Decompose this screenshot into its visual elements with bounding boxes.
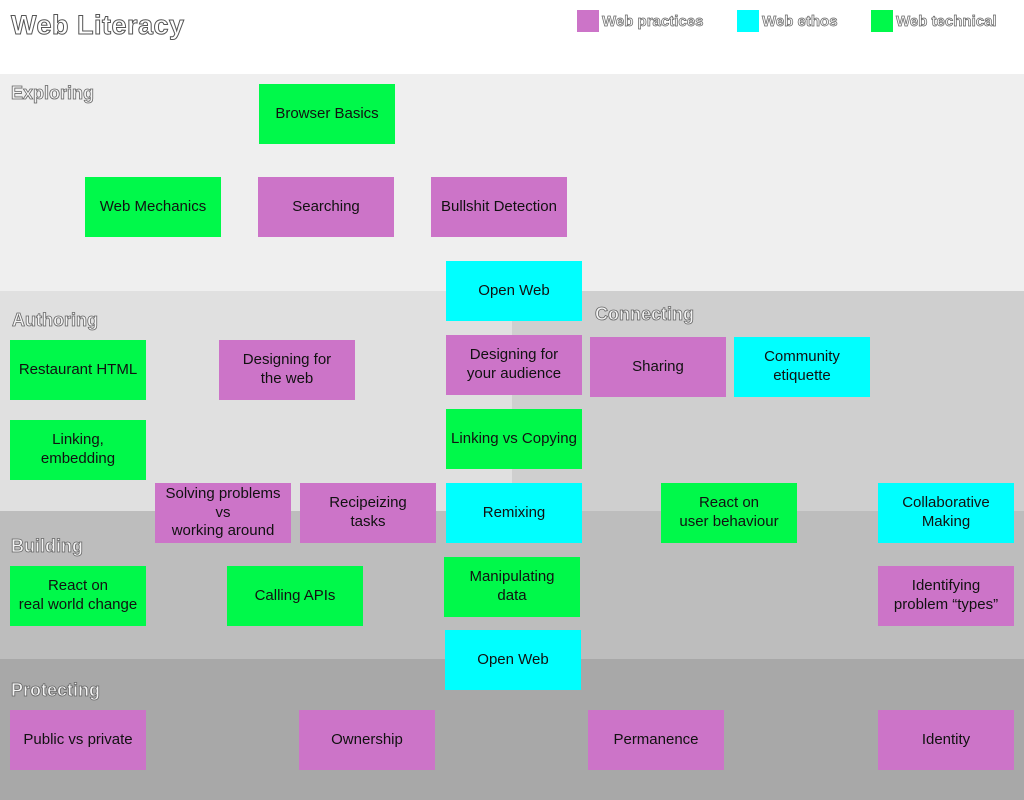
card-identifying-problem-types: Identifying problem “types”	[878, 566, 1014, 626]
section-label-authoring: Authoring	[12, 310, 99, 331]
legend-item-technical: Web technical	[871, 10, 997, 32]
card-designing-for-the-web: Designing for the web	[219, 340, 355, 400]
card-designing-for-your-audience: Designing for your audience	[446, 335, 582, 395]
section-label-exploring: Exploring	[11, 83, 95, 104]
section-label-connecting: Connecting	[595, 304, 695, 325]
card-identity: Identity	[878, 710, 1014, 770]
legend-swatch-practices	[577, 10, 599, 32]
card-public-vs-private: Public vs private	[10, 710, 146, 770]
card-open-web-bottom: Open Web	[445, 630, 581, 690]
card-manipulating-data: Manipulating data	[444, 557, 580, 617]
card-bullshit-detection: Bullshit Detection	[431, 177, 567, 237]
card-sharing: Sharing	[590, 337, 726, 397]
legend-label-practices: Web practices	[602, 12, 704, 30]
card-react-on-real-world-change: React on real world change	[10, 566, 146, 626]
connecting-section-band	[512, 291, 1024, 511]
card-community-etiquette: Community etiquette	[734, 337, 870, 397]
card-calling-apis: Calling APIs	[227, 566, 363, 626]
card-ownership: Ownership	[299, 710, 435, 770]
section-label-building: Building	[11, 536, 84, 557]
card-searching: Searching	[258, 177, 394, 237]
card-recipeizing-tasks: Recipeizing tasks	[300, 483, 436, 543]
card-web-mechanics: Web Mechanics	[85, 177, 221, 237]
card-collaborative-making: Collaborative Making	[878, 483, 1014, 543]
legend-label-technical: Web technical	[896, 12, 997, 30]
card-linking-embedding: Linking, embedding	[10, 420, 146, 480]
section-label-protecting: Protecting	[11, 680, 101, 701]
legend-label-ethos: Web ethos	[762, 12, 838, 30]
card-react-on-user-behaviour: React on user behaviour	[661, 483, 797, 543]
legend-swatch-ethos	[737, 10, 759, 32]
card-solving-problems: Solving problems vs working around	[155, 483, 291, 543]
card-restaurant-html: Restaurant HTML	[10, 340, 146, 400]
legend-item-ethos: Web ethos	[737, 10, 838, 32]
legend-swatch-technical	[871, 10, 893, 32]
card-remixing: Remixing	[446, 483, 582, 543]
page-title: Web Literacy	[11, 10, 185, 41]
card-browser-basics: Browser Basics	[259, 84, 395, 144]
card-permanence: Permanence	[588, 710, 724, 770]
card-open-web-top: Open Web	[446, 261, 582, 321]
card-linking-vs-copying: Linking vs Copying	[446, 409, 582, 469]
legend-item-practices: Web practices	[577, 10, 704, 32]
